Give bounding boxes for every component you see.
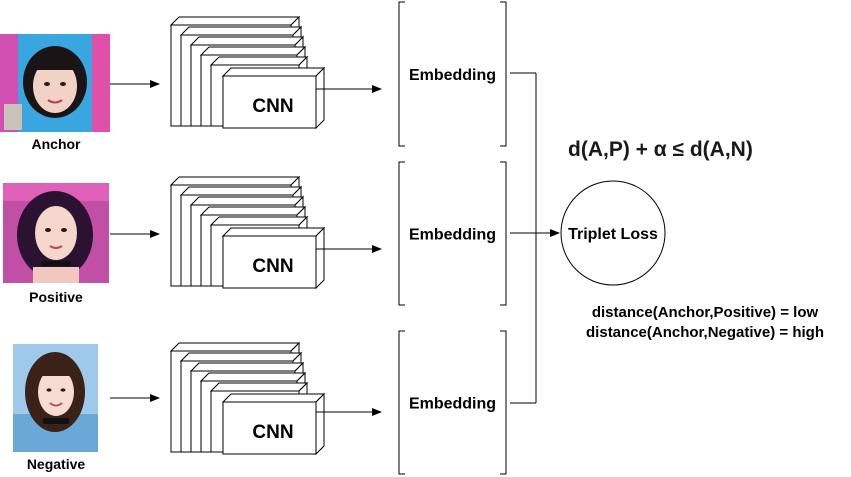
cnn-anchor-layer-6-front — [222, 75, 317, 129]
cnn-anchor-layer-5-top — [209, 56, 309, 66]
cnn-positive-layer-5-top — [209, 216, 309, 226]
cnn-anchor-layer-2-top — [179, 26, 303, 36]
cnn-positive-layer-6-front — [222, 235, 317, 289]
cnn-anchor-layer-6-side — [315, 66, 325, 130]
cnn-anchor-layer-3-top — [189, 36, 305, 46]
positive-photo — [3, 183, 109, 283]
triplet-loss-label: Triplet Loss — [568, 226, 658, 243]
embedding-positive-left-bracket — [398, 161, 405, 306]
embedding-positive-right-bracket — [500, 161, 507, 306]
embedding-negative-label: Embedding — [409, 396, 496, 413]
cnn-anchor-layer-4-top — [199, 46, 307, 56]
cnn-negative-label: CNN — [252, 422, 293, 443]
cnn-negative-layer-1-top — [169, 342, 301, 352]
cnn-negative-layer-6-side — [315, 392, 325, 456]
cnn-negative-layer-6-top — [221, 393, 326, 403]
loss-formula: d(A,P) + α ≤ d(A,N) — [568, 138, 753, 161]
cnn-anchor-label: CNN — [252, 96, 293, 117]
cnn-positive-layer-6-side — [315, 226, 325, 290]
embedding-anchor-left-bracket — [398, 1, 405, 147]
cnn-negative-layer-4-top — [199, 372, 307, 382]
anchor-label: Anchor — [31, 136, 81, 152]
anchor-photo — [0, 34, 110, 132]
negative-label: Negative — [26, 456, 86, 472]
distance-positive-note: distance(Anchor,Positive) = low — [591, 304, 819, 321]
cnn-positive-layer-4-top — [199, 206, 307, 216]
embedding-negative-left-bracket — [398, 330, 405, 475]
cnn-negative-layer-5-top — [209, 382, 309, 392]
cnn-anchor-layer-6-top — [221, 67, 326, 77]
cnn-anchor-layer-1-top — [169, 16, 301, 26]
cnn-positive-layer-6-top — [221, 227, 326, 237]
embedding-negative-right-bracket — [500, 330, 507, 475]
cnn-positive-label: CNN — [252, 256, 293, 277]
negative-photo — [13, 344, 98, 452]
cnn-positive-layer-3-top — [189, 196, 305, 206]
positive-label: Positive — [29, 289, 83, 305]
triplet-loss-node — [560, 180, 666, 286]
embedding-positive-label: Embedding — [409, 227, 496, 244]
cnn-positive-layer-2-top — [179, 186, 303, 196]
cnn-positive-layer-1-top — [169, 176, 301, 186]
embedding-anchor-label: Embedding — [409, 67, 496, 84]
embedding-anchor-right-bracket — [500, 1, 507, 147]
distance-negative-note: distance(Anchor,Negative) = high — [586, 324, 824, 341]
cnn-negative-layer-3-top — [189, 362, 305, 372]
cnn-negative-layer-2-top — [179, 352, 303, 362]
